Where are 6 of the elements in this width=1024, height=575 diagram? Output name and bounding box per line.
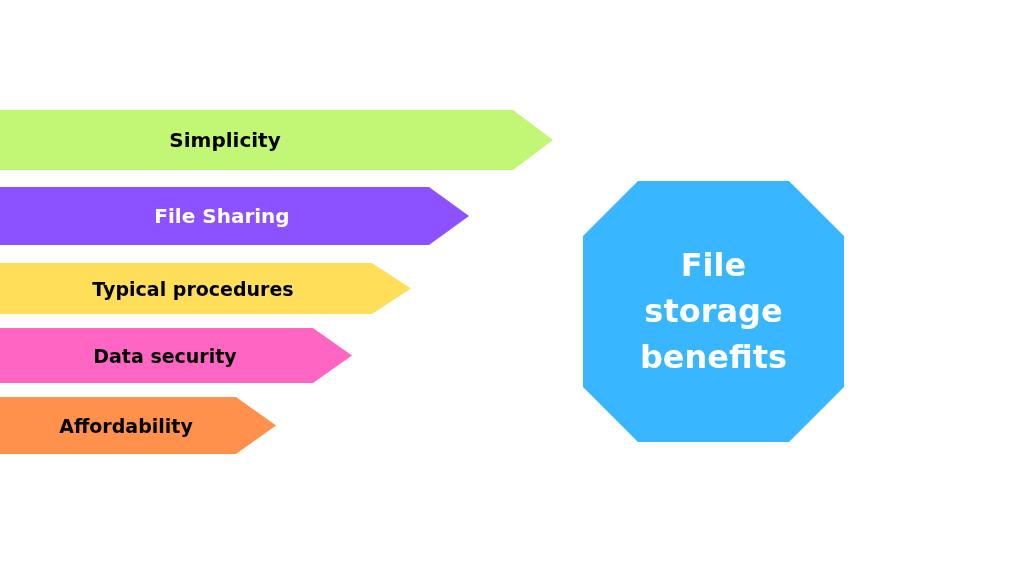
- banner-label: Data security: [93, 344, 237, 367]
- banner-label: Affordability: [59, 414, 193, 437]
- banner-label: File Sharing: [154, 204, 290, 228]
- banner-label: Typical procedures: [92, 277, 294, 300]
- title-text: File storage benefits: [638, 244, 789, 379]
- banner-label: Simplicity: [169, 128, 281, 152]
